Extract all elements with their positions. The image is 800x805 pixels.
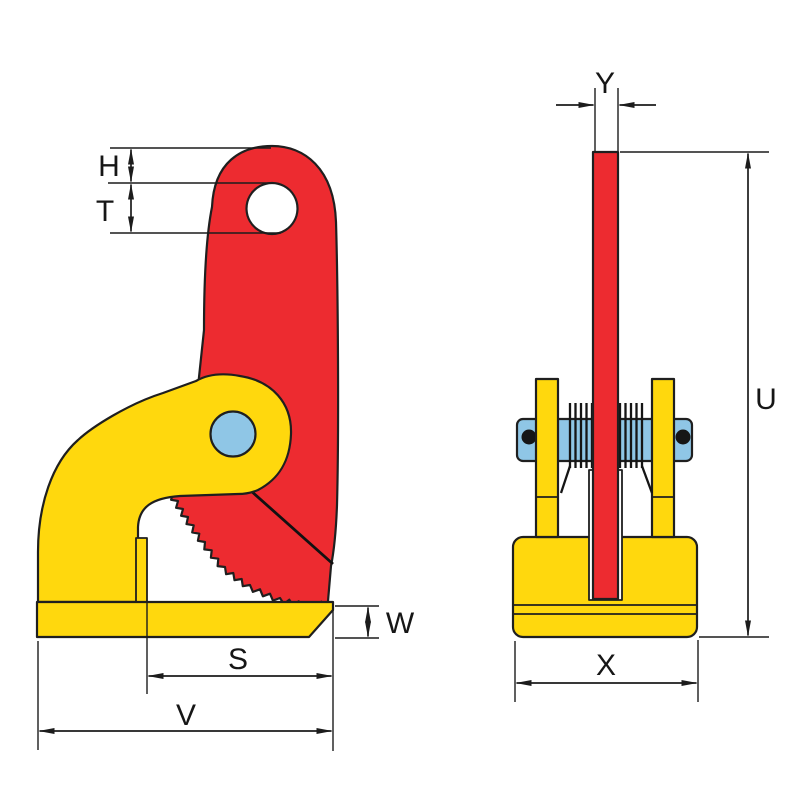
spring-right bbox=[618, 403, 654, 494]
dim-label-h: H bbox=[98, 150, 120, 183]
dim-label-t: T bbox=[96, 195, 114, 228]
dim-label-v: V bbox=[176, 699, 196, 732]
dim-label-u: U bbox=[755, 383, 777, 416]
steel-plate bbox=[591, 150, 620, 601]
cam-edge-line bbox=[249, 488, 334, 566]
red-clamp-body bbox=[170, 144, 340, 609]
pin-end-right bbox=[675, 429, 691, 445]
dimension-annotations: H T W S V Y U X bbox=[37, 67, 777, 751]
dim-label-y: Y bbox=[595, 67, 615, 100]
dim-label-s: S bbox=[228, 643, 248, 676]
pivot-pin bbox=[209, 410, 257, 458]
base-plate bbox=[35, 600, 335, 639]
dim-label-x: X bbox=[596, 649, 616, 682]
front-view bbox=[511, 150, 699, 639]
side-post-right bbox=[650, 377, 676, 539]
jaw-stop-tab bbox=[135, 537, 148, 603]
pin-end-left bbox=[521, 429, 537, 445]
side-view bbox=[35, 144, 340, 639]
dim-label-w: W bbox=[386, 607, 415, 640]
side-post-left bbox=[534, 377, 560, 539]
